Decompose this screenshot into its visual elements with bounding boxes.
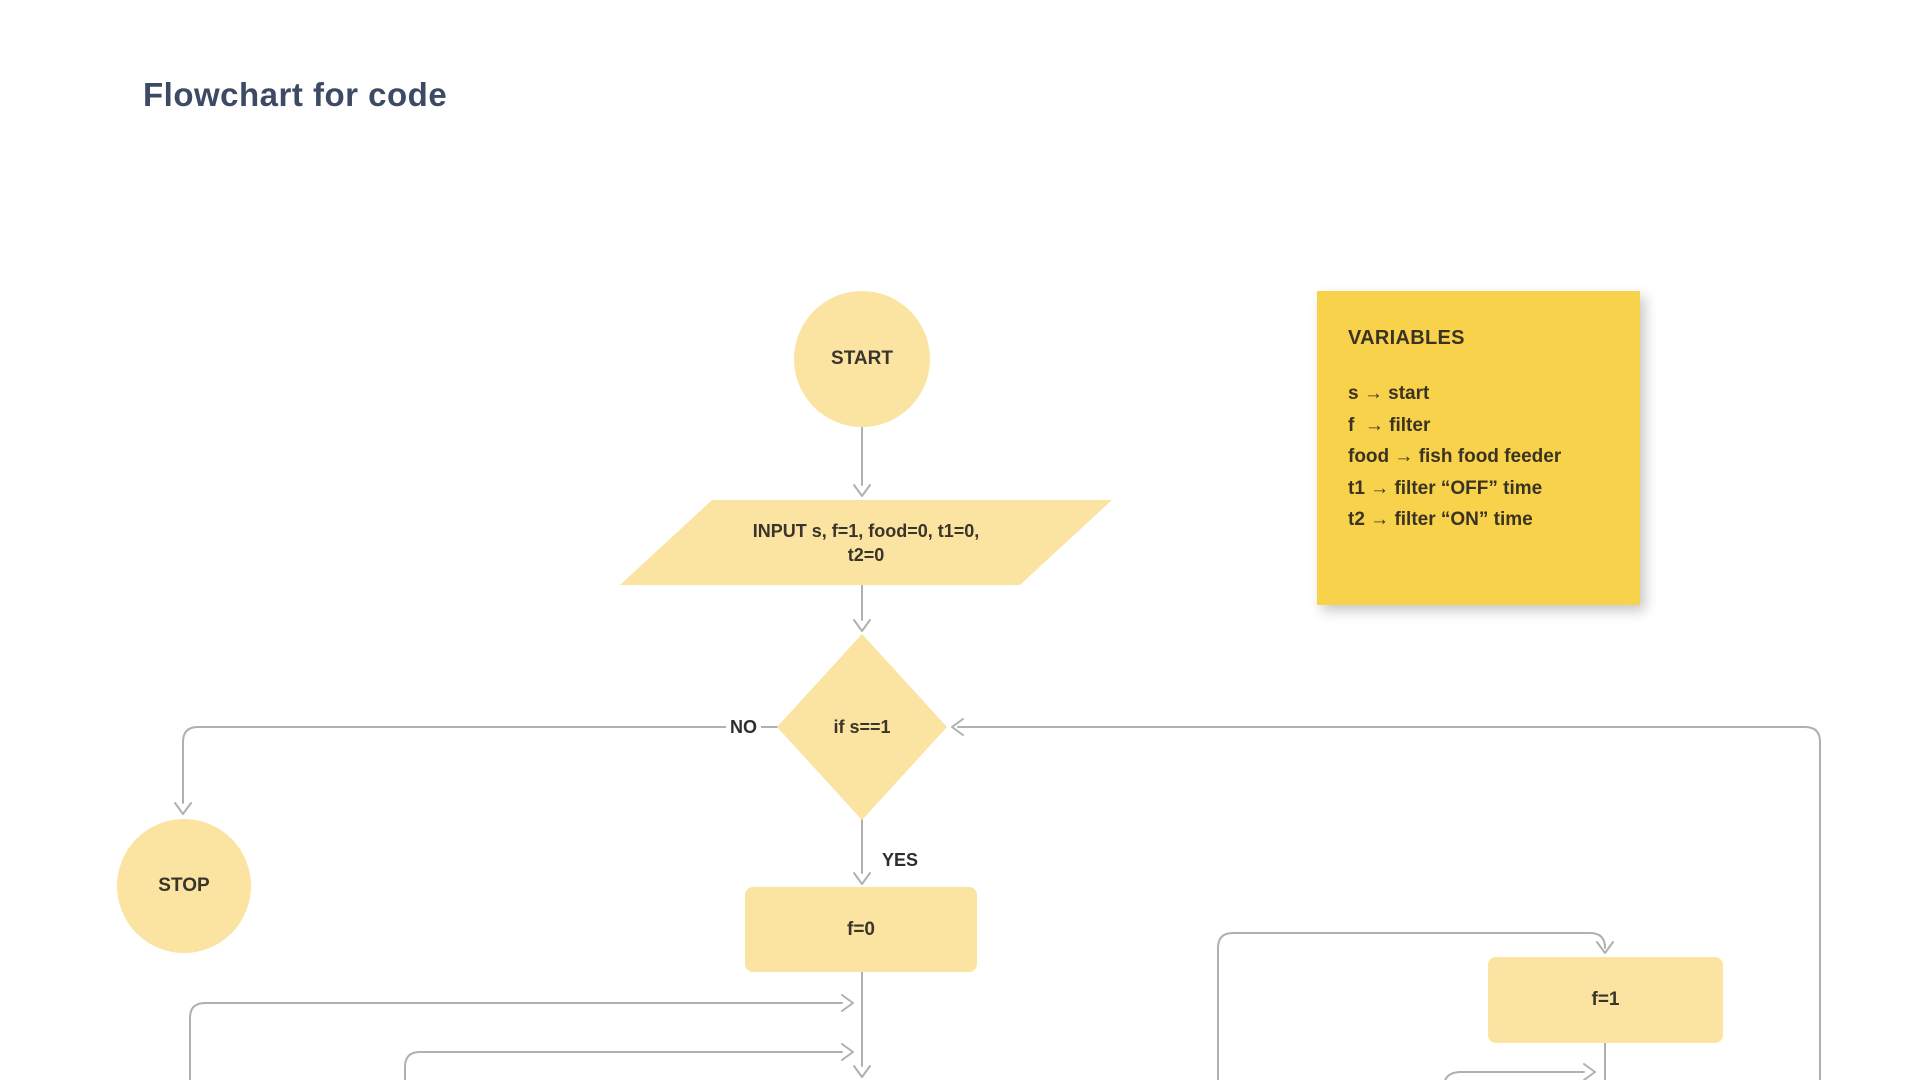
edge-start-to-input bbox=[853, 426, 871, 497]
node-input: INPUT s, f=1, food=0, t1=0, t2=0 bbox=[620, 500, 1112, 585]
variables-list: s → start f → filter food → fish food fe… bbox=[1348, 378, 1620, 536]
edge-merge-left-b bbox=[404, 1043, 854, 1080]
variables-note: VARIABLES s → start f → filter food → fi… bbox=[1317, 291, 1640, 605]
node-start: START bbox=[794, 291, 930, 427]
variable-item-food: food → fish food feeder bbox=[1348, 446, 1562, 467]
variable-item-t1: t1 → filter “OFF” time bbox=[1348, 477, 1543, 499]
edge-decision-to-stop-no bbox=[174, 726, 778, 815]
node-stop: STOP bbox=[117, 819, 251, 953]
node-start-label: START bbox=[831, 348, 893, 369]
edge-bottom-right-merge bbox=[1444, 1063, 1596, 1080]
node-decision-label: if s==1 bbox=[833, 716, 891, 737]
variable-item-t2: t2 → filter “ON” time bbox=[1348, 509, 1533, 530]
node-f1-label: f=1 bbox=[1591, 989, 1620, 1010]
node-f1: f=1 bbox=[1488, 957, 1723, 1043]
edge-decision-to-f0-yes bbox=[853, 819, 871, 885]
variables-note-heading: VARIABLES bbox=[1348, 327, 1465, 349]
variable-item-f: f → filter bbox=[1348, 414, 1431, 436]
edge-input-to-decision bbox=[853, 584, 871, 632]
edge-merge-left-a bbox=[189, 994, 854, 1080]
node-f0: f=0 bbox=[745, 887, 977, 972]
edge-label-no: NO bbox=[726, 716, 761, 738]
node-f0-label: f=0 bbox=[847, 918, 875, 940]
edge-f0-down bbox=[853, 971, 871, 1078]
page-title: Flowchart for code bbox=[143, 76, 448, 113]
edge-loop-to-decision bbox=[951, 718, 1821, 1080]
edge-feed-to-f1 bbox=[1217, 932, 1614, 1080]
node-input-label-line1: INPUT s, f=1, food=0, t1=0, bbox=[752, 520, 980, 541]
variable-item-s: s → start bbox=[1348, 383, 1430, 404]
edge-label-yes: YES bbox=[878, 849, 923, 871]
node-stop-label: STOP bbox=[158, 875, 210, 896]
node-input-label-line2: t2=0 bbox=[847, 544, 885, 565]
